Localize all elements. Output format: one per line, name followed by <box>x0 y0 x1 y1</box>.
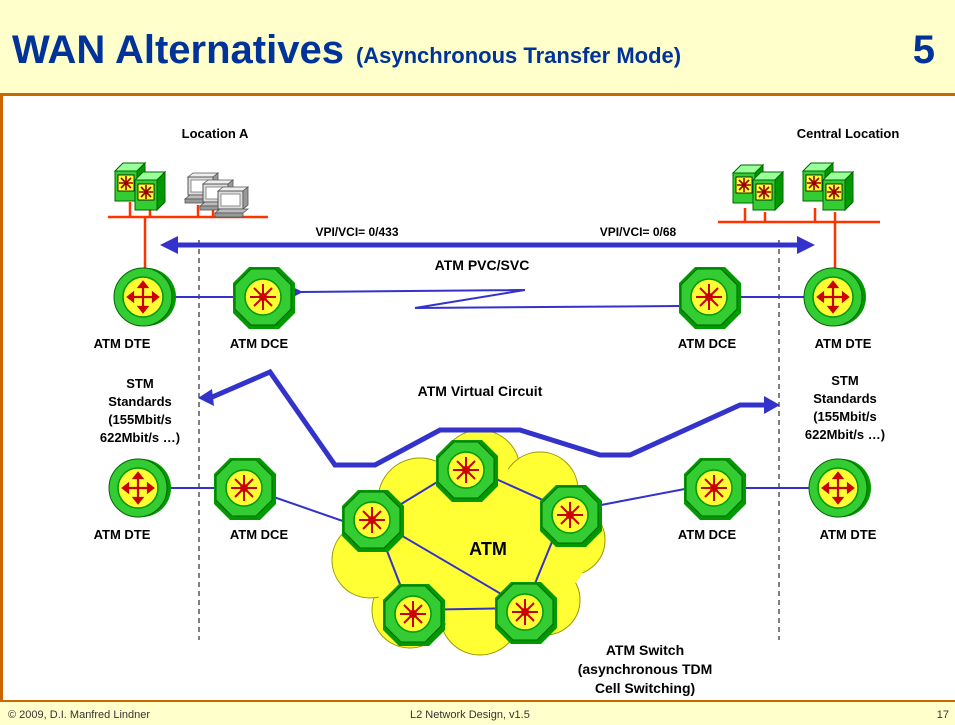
dce-label: ATM DCE <box>678 336 737 351</box>
svg-text:Standards: Standards <box>108 394 172 409</box>
svg-text:(155Mbit/s: (155Mbit/s <box>813 409 877 424</box>
svg-text:622Mbit/s …): 622Mbit/s …) <box>805 427 885 442</box>
server-icon <box>134 171 166 211</box>
vpi-left-label: VPI/VCI= 0/433 <box>315 225 398 239</box>
atm-dce-switch-icon <box>213 457 277 521</box>
title-subtitle: (Asynchronous Transfer Mode) <box>355 43 682 68</box>
atm-switch-label: ATM Switch (asynchronous TDM Cell Switch… <box>578 642 713 696</box>
footer-course: L2 Network Design, v1.5 <box>410 709 530 721</box>
dce-label: ATM DCE <box>230 527 289 542</box>
atm-dce-switch-icon <box>678 266 742 330</box>
virtual-circuit-label: ATM Virtual Circuit <box>418 383 543 399</box>
central-location-label: Central Location <box>797 126 900 141</box>
svg-text:STM: STM <box>126 376 153 391</box>
atm-dte-router-icon <box>802 266 868 328</box>
atm-switch-icon <box>494 581 558 645</box>
stm-label-right: STM Standards (155Mbit/s 622Mbit/s …) <box>805 373 885 442</box>
lan-segment-right <box>718 208 880 272</box>
atm-dce-switch-icon <box>683 457 747 521</box>
atm-switch-icon <box>435 439 499 503</box>
svg-text:(155Mbit/s: (155Mbit/s <box>108 412 172 427</box>
footer-copyright: © 2009, D.I. Manfred Lindner <box>8 709 151 721</box>
pvc-arrowhead-right <box>797 236 815 254</box>
atm-switch-icon <box>382 583 446 647</box>
stm-label-left: STM Standards (155Mbit/s 622Mbit/s …) <box>100 376 180 445</box>
header: WAN Alternatives (Asynchronous Transfer M… <box>0 0 955 96</box>
virtual-circuit-path <box>209 368 765 468</box>
svg-text:STM: STM <box>831 373 858 388</box>
dte-label: ATM DTE <box>94 336 151 351</box>
vc-arrowhead-left <box>198 389 214 406</box>
dte-label: ATM DTE <box>94 527 151 542</box>
svg-text:ATM Switch: ATM Switch <box>606 642 684 658</box>
svg-text:Cell Switching): Cell Switching) <box>595 680 695 696</box>
svg-text:(asynchronous TDM: (asynchronous TDM <box>578 661 713 677</box>
footer: © 2009, D.I. Manfred Lindner L2 Network … <box>0 700 955 725</box>
dce-label: ATM DCE <box>678 527 737 542</box>
svg-text:622Mbit/s …): 622Mbit/s …) <box>100 430 180 445</box>
title-text: WAN Alternatives <box>12 28 344 72</box>
server-icon <box>822 171 854 211</box>
dce-label: ATM DCE <box>230 336 289 351</box>
atm-switch-icon <box>341 489 405 553</box>
vc-arrowhead-right <box>764 396 780 414</box>
left-rule <box>0 96 3 700</box>
server-icon <box>752 171 784 211</box>
pvc-label: ATM PVC/SVC <box>435 257 530 273</box>
dte-label: ATM DTE <box>815 336 872 351</box>
slide-number: 5 <box>912 28 935 72</box>
pvc-arrowhead-left <box>160 236 178 254</box>
workstation-icon <box>214 186 249 218</box>
location-a-label: Location A <box>182 126 249 141</box>
footer-page: 17 <box>936 709 949 721</box>
atm-dte-router-icon <box>107 457 173 519</box>
svg-text:Standards: Standards <box>813 391 877 406</box>
atm-dte-router-icon <box>807 457 873 519</box>
vpi-right-label: VPI/VCI= 0/68 <box>600 225 677 239</box>
wan-link-zigzag <box>292 287 681 309</box>
page-title: WAN Alternatives (Asynchronous Transfer M… <box>12 28 681 73</box>
atm-cloud-label: ATM <box>469 539 507 559</box>
atm-switch-icon <box>539 484 603 548</box>
dte-label: ATM DTE <box>820 527 877 542</box>
atm-dce-switch-icon <box>232 266 296 330</box>
atm-dte-router-icon <box>112 266 178 328</box>
